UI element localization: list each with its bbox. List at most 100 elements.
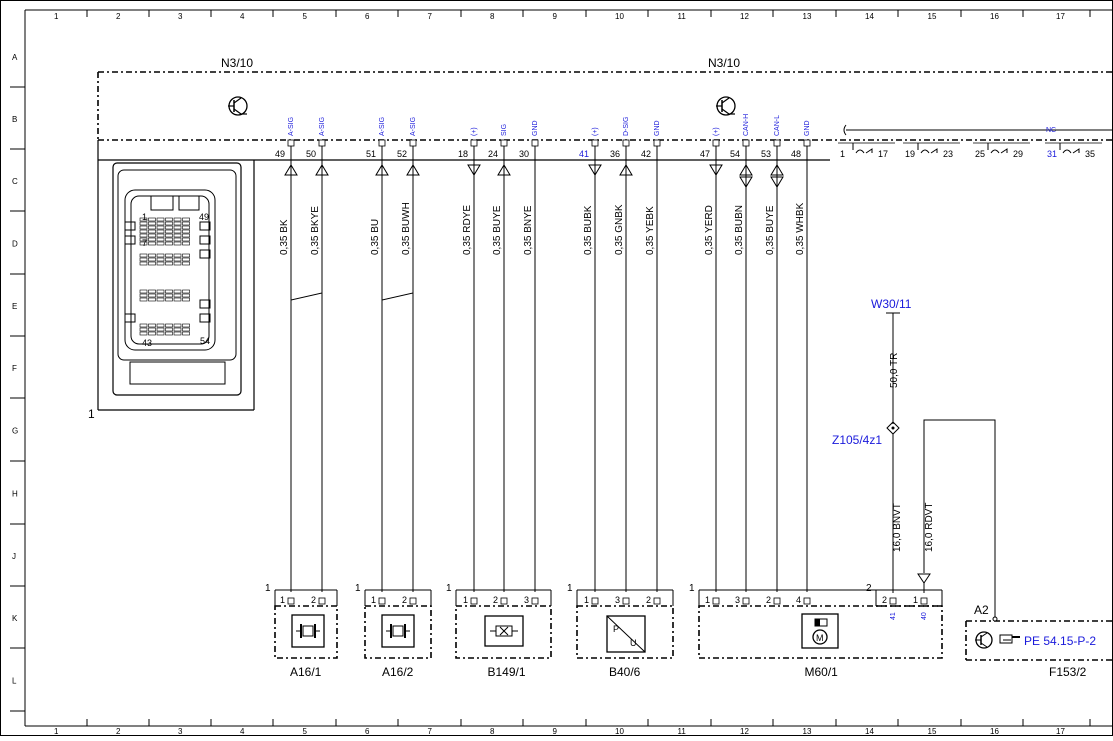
connector-pin xyxy=(148,261,156,266)
grid-column-label: 12 xyxy=(740,12,749,21)
grid-column-label: 13 xyxy=(803,12,812,21)
connector-pin xyxy=(139,233,148,238)
connector-pin xyxy=(182,221,190,226)
bus-pin-number: 25 xyxy=(975,149,985,159)
connector-pin xyxy=(148,237,156,242)
wire-bnvt-label: 16,0 BNVT xyxy=(892,503,903,552)
bus-pin-number: 1 xyxy=(840,149,845,159)
connector-pin xyxy=(148,221,156,226)
component-pin-number: 1 xyxy=(463,595,468,605)
connector-pin xyxy=(156,221,165,226)
connector-pin xyxy=(148,233,156,238)
pin-signal-label: GND xyxy=(654,120,661,136)
wire-twist-mark xyxy=(381,288,414,305)
connector-pin xyxy=(173,221,182,226)
connector-pin xyxy=(173,257,182,262)
wire-label: 0,35 YERD xyxy=(704,205,715,255)
a2-reference-link[interactable]: PE 54.15-P-2 xyxy=(1024,634,1096,648)
wire-label: 0,35 YEBK xyxy=(645,206,656,255)
motor-icon: M xyxy=(801,613,839,649)
pin-number: 54 xyxy=(730,149,740,159)
pin-signal-label: GND xyxy=(532,120,539,136)
component-ref-number: 1 xyxy=(689,583,695,594)
connector-pin xyxy=(182,233,190,238)
nc-label: NC xyxy=(1046,127,1056,134)
bus-link-icon xyxy=(917,143,938,154)
wire-label: 0,35 BNYE xyxy=(523,205,534,255)
temperature-sensor-icon xyxy=(484,615,524,647)
w30-wire-label: 50,0 TR xyxy=(889,353,900,388)
grid-column-label: 7 xyxy=(428,727,433,736)
connector-pin xyxy=(182,229,190,234)
connector-pin xyxy=(165,261,173,266)
connector-pin xyxy=(156,225,165,230)
grid-row-label: G xyxy=(12,427,18,436)
connector-pin xyxy=(139,253,148,258)
wire-label: 0,35 BKYE xyxy=(310,206,321,255)
pin-signal-label: D-SIG xyxy=(623,117,630,136)
grid-column-label: 2 xyxy=(116,12,121,21)
component-pin-number: 2 xyxy=(493,595,498,605)
pin-number: 51 xyxy=(366,149,376,159)
pin-signal-label: (+) xyxy=(592,127,599,136)
component-pin-tag: 40 xyxy=(921,612,928,620)
connector-pin xyxy=(165,293,173,298)
connector-pin xyxy=(173,225,182,230)
input-arrow-icon xyxy=(375,164,389,176)
connector-pin xyxy=(156,261,165,266)
connector-pin xyxy=(182,257,190,262)
wire-label: 0,35 BK xyxy=(279,219,290,255)
grid-column-label: 10 xyxy=(615,12,624,21)
grid-column-label: 1 xyxy=(54,12,59,21)
connector-pin xyxy=(165,221,173,226)
pin-signal-label: A-SIG xyxy=(319,117,326,136)
module-pin-47: (+) 47 0,35 YERD xyxy=(700,127,723,592)
connector-pin xyxy=(139,241,148,246)
connector-pin xyxy=(182,293,190,298)
connector-pin xyxy=(165,233,173,238)
wire-label: 0,35 BUWH xyxy=(401,202,412,255)
pin-signal-label: CAN-H xyxy=(743,114,750,136)
connector-pin xyxy=(156,241,165,246)
connector-pin xyxy=(156,253,165,258)
component-pin-number: 1 xyxy=(913,595,918,605)
input-arrow-icon xyxy=(406,164,420,176)
module-pin-18: (+)180,35 RDYE xyxy=(458,127,481,592)
pin-signal-label: (+) xyxy=(713,127,720,136)
connector-pin xyxy=(165,241,173,246)
component-pin-number: 1 xyxy=(584,595,589,605)
grid-row-label: A xyxy=(12,53,18,62)
pin-number: 53 xyxy=(761,149,771,159)
wire-label: 0,35 BUYE xyxy=(765,205,776,255)
component-pin-number: 2 xyxy=(402,595,407,605)
connector-pin xyxy=(148,257,156,262)
conn-pin-label: 7 xyxy=(142,238,147,248)
grid-column-label: 15 xyxy=(928,12,937,21)
grid-column-label: 7 xyxy=(428,12,433,21)
grid-row-label: B xyxy=(12,115,17,124)
grid-column-label: 13 xyxy=(803,727,812,736)
pin-signal-label: SIG xyxy=(501,124,508,136)
pin-number: 47 xyxy=(700,149,710,159)
a2-label: A2 xyxy=(974,603,989,617)
connector-pin xyxy=(165,257,173,262)
connector-pin xyxy=(139,237,148,242)
connector-pin-grid xyxy=(139,217,190,336)
connector-pin xyxy=(182,297,190,302)
connector-pin xyxy=(182,261,190,266)
connector-pin xyxy=(156,229,165,234)
connector-pin xyxy=(139,217,148,222)
connector-pin xyxy=(139,261,148,266)
pin-number: 41 xyxy=(579,149,589,159)
wire-label: 0,35 BUBN xyxy=(734,205,745,255)
pin-signal-label: A-SIG xyxy=(410,117,417,136)
connector-pin xyxy=(156,293,165,298)
grid-column-label: 12 xyxy=(740,727,749,736)
